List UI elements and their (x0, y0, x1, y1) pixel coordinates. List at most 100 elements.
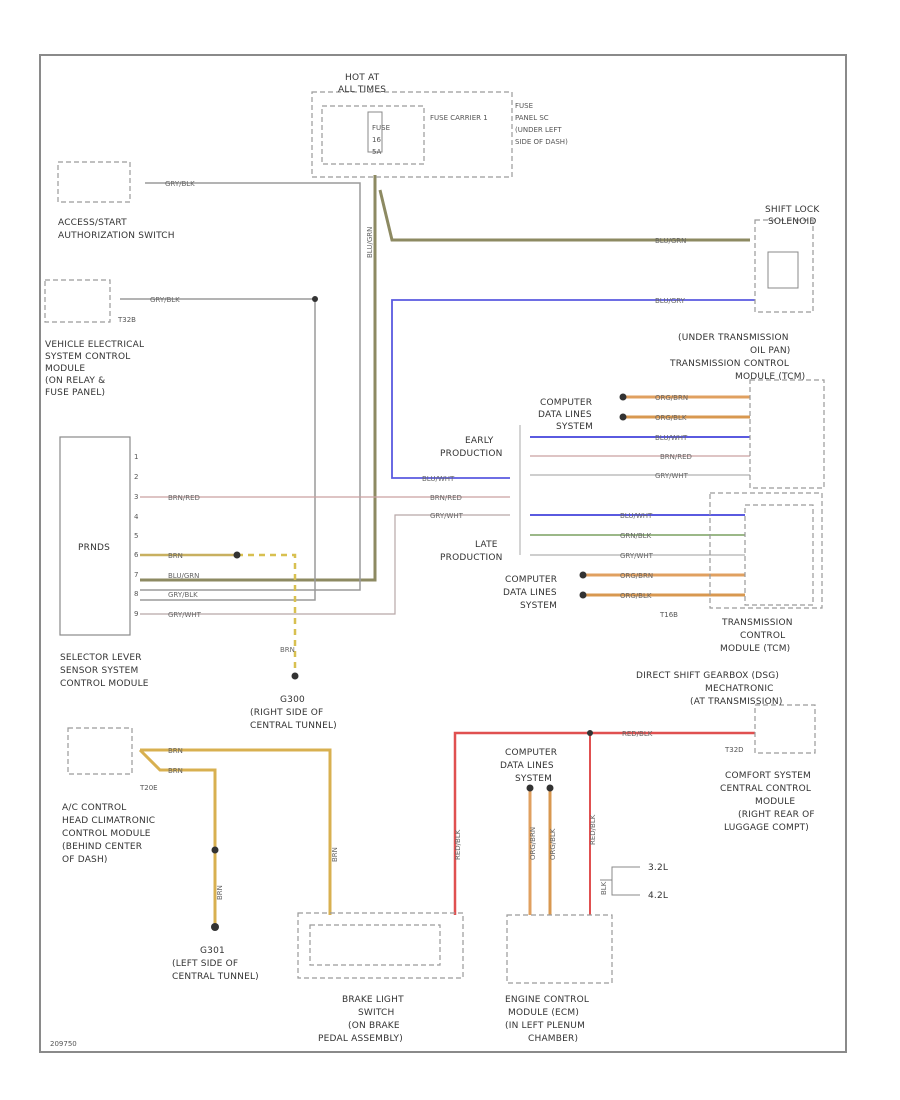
data-line-dot (579, 591, 587, 599)
cdl1-line-2: DATA LINES (538, 410, 592, 420)
shift-lock-line-1: SHIFT LOCK (765, 205, 820, 215)
g301-line-3: CENTRAL TUNNEL) (172, 972, 259, 982)
fuse-amp: 5A (372, 148, 381, 156)
brake-line-2: SWITCH (358, 1008, 395, 1018)
data-line-dot (619, 413, 627, 421)
accessory-switch-line-2: AUTHORIZATION SWITCH (58, 231, 175, 241)
comfort-connector: T32D (724, 746, 744, 754)
vehicle-module-line-4: (ON RELAY & (45, 376, 105, 386)
wire-label-red-blk-v: RED/BLK (454, 829, 462, 860)
tcm-line-2: OIL PAN) (750, 346, 790, 356)
selector-label-1: SELECTOR LEVER (60, 653, 142, 663)
footer-code: 209750 (50, 1040, 77, 1048)
hot-at-label-2: ALL TIMES (338, 85, 386, 95)
vehicle-module-line-1: VEHICLE ELECTRICAL (45, 340, 144, 350)
wire-label-blk: BLK (600, 881, 608, 895)
cdl3-line-3: SYSTEM (515, 774, 552, 784)
pin-4: 4 (134, 513, 139, 521)
wire-label-brn: BRN (168, 552, 183, 560)
ac-line-5: OF DASH) (62, 855, 108, 865)
wire-label-blu-wht-late: BLU/WHT (620, 512, 653, 520)
comfort-line-1: COMFORT SYSTEM (725, 771, 811, 781)
wire-label-org-brn-late: ORG/BRN (620, 572, 653, 580)
accessory-switch-line-1: ACCESS/START (58, 218, 127, 228)
wire-brn-ac-2 (138, 748, 217, 925)
tcm2-line-1: TRANSMISSION (721, 618, 793, 628)
wire-label-shift-lock: BLU/GRN (655, 237, 686, 245)
shift-lock-box (754, 219, 814, 313)
shift-lock-line-2: SOLENOID (768, 217, 817, 227)
wire-brn-g300-dashed (237, 553, 297, 675)
comfort-line-2: CENTRAL CONTROL (720, 784, 811, 794)
pin-5: 5 (134, 532, 138, 540)
pin-8: 8 (134, 590, 138, 598)
tcm2-box (709, 492, 823, 609)
pin-7: 7 (134, 571, 138, 579)
wire-label-brn-red-2: BRN/RED (430, 494, 462, 502)
wire-brn-ac (140, 748, 332, 915)
vehicle-module-line-2: SYSTEM CONTROL (45, 352, 130, 362)
fuse-panel-line-2: PANEL SC (515, 114, 549, 122)
tcm-line-1: (UNDER TRANSMISSION (678, 333, 789, 343)
ac-wire-label-2: BRN (168, 767, 183, 775)
wire-engine-size (600, 866, 640, 896)
g300-line-2: (RIGHT SIDE OF (250, 708, 323, 718)
ac-line-2: HEAD CLIMATRONIC (62, 816, 155, 826)
dsg-line-2: MECHATRONIC (705, 684, 774, 694)
data-line-dot (579, 571, 587, 579)
wire-label-blu-wht-2: BLU/WHT (655, 434, 688, 442)
tcm2-connector: T16B (659, 611, 678, 619)
fuse-panel-line-1: FUSE (515, 102, 533, 110)
cdl3-line-1: COMPUTER (505, 748, 557, 758)
pin-3: 3 (134, 493, 138, 501)
cdl2-line-1: COMPUTER (505, 575, 557, 585)
brake-line-1: BRAKE LIGHT (342, 995, 404, 1005)
pin-1: 1 (134, 453, 138, 461)
wire-label-brn-brake: BRN (331, 847, 339, 862)
ground-dot (291, 672, 299, 680)
wire-label-org-blk: ORG/BLK (655, 414, 687, 422)
wire-label-brn-ground: BRN (280, 646, 295, 654)
fuse-label: FUSE (372, 124, 390, 132)
tcm-line-3: TRANSMISSION CONTROL (669, 359, 789, 369)
selector-label-3: CONTROL MODULE (60, 679, 149, 689)
ac-connector: T20E (139, 784, 158, 792)
selector-label-2: SENSOR SYSTEM (60, 666, 139, 676)
data-line-dot (526, 784, 534, 792)
ground-dot (211, 923, 219, 931)
fuse-num: 16 (372, 136, 381, 144)
g301-line-2: (LEFT SIDE OF (172, 959, 238, 969)
ground-dot (211, 846, 219, 854)
accessory-switch-box (57, 161, 131, 203)
ac-line-3: CONTROL MODULE (62, 829, 151, 839)
tcm2-inner (744, 504, 814, 606)
wire-label-gry-blk: GRY/BLK (165, 180, 195, 188)
wire-label-gry-wht-early: GRY/WHT (655, 472, 689, 480)
g300-line-3: CENTRAL TUNNEL) (250, 721, 337, 731)
wire-label-brn-v: BRN (216, 885, 224, 900)
comfort-line-3: MODULE (755, 797, 795, 807)
data-line-dot (619, 393, 627, 401)
vehicle-connector: T32B (117, 316, 136, 324)
splice-dot (587, 730, 593, 736)
wire-gry-wht (140, 514, 510, 615)
comfort-line-5: LUGGAGE COMPT) (724, 823, 809, 833)
ecm-line-4: CHAMBER) (528, 1034, 578, 1044)
brake-line-3: (ON BRAKE (348, 1021, 400, 1031)
late-line-1: LATE (475, 540, 498, 550)
wire-label-grn-blk: GRN/BLK (620, 532, 652, 540)
early-line-2: PRODUCTION (440, 449, 503, 459)
ac-control-box (67, 727, 133, 775)
splice-dot (312, 296, 318, 302)
fuse-carrier-box (321, 105, 425, 165)
wire-label-red-blk-v2: RED/BLK (589, 814, 597, 845)
engine-size-1: 3.2L (648, 863, 668, 873)
pin-2: 2 (134, 473, 138, 481)
engine-size-2: 4.2L (648, 891, 668, 901)
dsg-line-1: DIRECT SHIFT GEARBOX (DSG) (636, 671, 779, 681)
cdl2-line-3: SYSTEM (520, 601, 557, 611)
wire-fuse-feed (140, 175, 377, 582)
wire-label-org-brn-v: ORG/BRN (529, 827, 537, 860)
early-line-1: EARLY (465, 436, 494, 446)
ecm-line-3: (IN LEFT PLENUM (505, 1021, 585, 1031)
